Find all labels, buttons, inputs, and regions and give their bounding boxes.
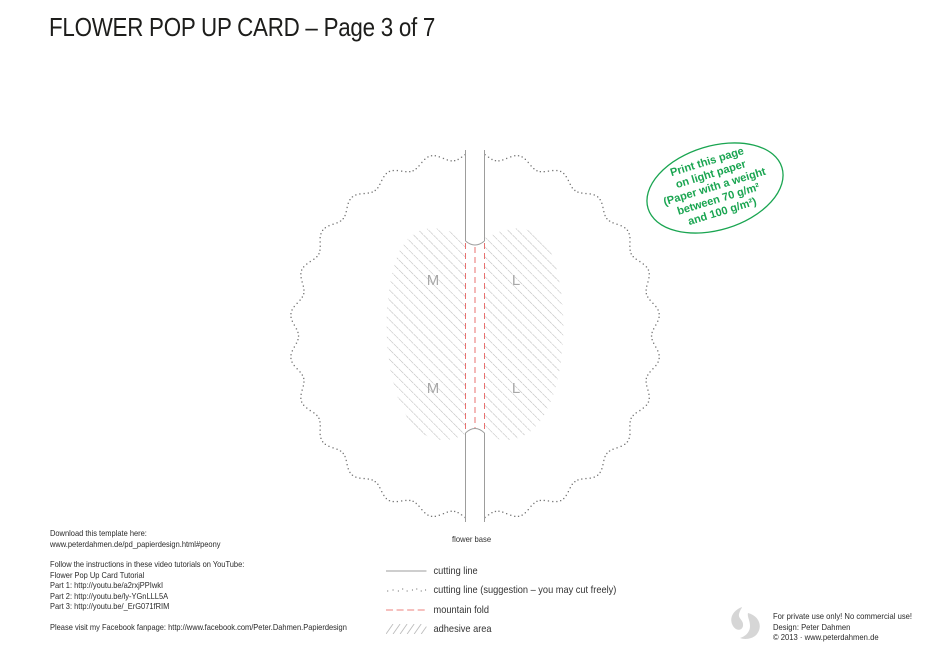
tutorial-part-3-link[interactable]: Part 3: http://youtu.be/_ErG071fRIM: [50, 601, 170, 611]
tutorial-intro: Follow the instructions in these video t…: [50, 559, 245, 569]
legend-label: mountain fold: [433, 603, 490, 616]
stem-cut-lines: [465, 150, 485, 522]
tutorial-title: Flower Pop Up Card Tutorial: [50, 569, 145, 580]
download-link[interactable]: www.peterdahmen.de/pd_papierdesign.html#…: [50, 538, 221, 549]
print-instruction-stamp: Print this page on light paper (Paper wi…: [646, 142, 784, 234]
tutorial-part-1-link[interactable]: Part 1: http://youtu.be/a2rxjPPIwkI: [50, 580, 164, 590]
adhesive-label-l-bottom: L: [512, 380, 520, 397]
legend: cutting line cutting line (suggestion – …: [386, 561, 616, 639]
peter-dahmen-logo-icon: [731, 607, 760, 639]
footer-license: For private use only! No commercial use!: [773, 611, 913, 621]
dotted-cutting-outline: [290, 154, 660, 519]
footer-credits: For private use only! No commercial use!…: [773, 611, 912, 643]
page-title: FLOWER POP UP CARD – Page 3 of 7: [49, 12, 436, 42]
adhesive-area-left: [386, 228, 465, 440]
adhesive-label-l-top: L: [512, 272, 520, 289]
tutorial-part-2-link[interactable]: Part 2: http://youtu.be/ly-YGnLLL5A: [50, 590, 169, 601]
download-heading: Download this template here:: [50, 528, 147, 538]
legend-label: cutting line (suggestion – you may cut f…: [433, 584, 617, 597]
legend-label: adhesive area: [433, 623, 492, 636]
adhesive-area-right: [485, 228, 564, 440]
footer-designer: Design: Peter Dahmen: [773, 621, 851, 632]
legend-item-mountain-fold: mountain fold: [386, 600, 616, 620]
legend-label: cutting line: [433, 564, 478, 577]
adhesive-label-m-bottom: M: [427, 380, 440, 397]
solid-line-icon: [386, 570, 427, 572]
dashed-line-icon: [386, 609, 427, 611]
info-block: Download this template here: www.peterda…: [50, 528, 347, 632]
footer-copyright: © 2013 · www.peterdahmen.de: [773, 632, 879, 642]
flower-base-label: flower base: [452, 534, 492, 544]
dotted-line-icon: [387, 588, 427, 592]
legend-item-adhesive-area: adhesive area: [386, 620, 616, 640]
facebook-link[interactable]: Please visit my Facebook fanpage: http:/…: [50, 621, 347, 632]
legend-item-cutting-line: cutting line: [386, 561, 616, 581]
legend-item-cutting-suggestion: cutting line (suggestion – you may cut f…: [386, 581, 616, 601]
mountain-fold-lines: [465, 243, 485, 432]
adhesive-label-m-top: M: [427, 272, 440, 289]
hatch-icon: [386, 624, 427, 635]
